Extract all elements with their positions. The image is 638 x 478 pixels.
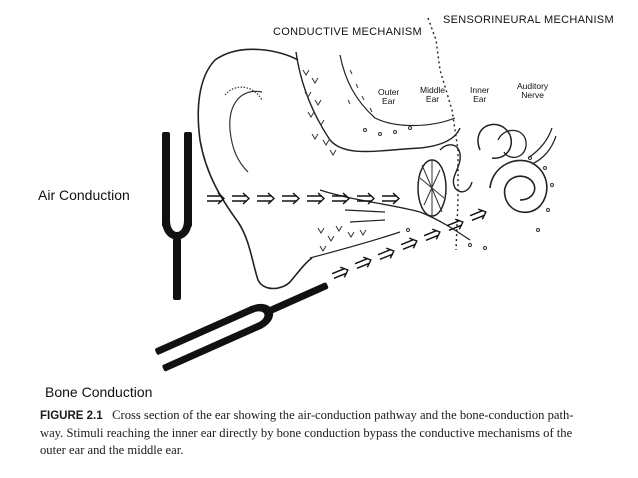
bone-conduction-label: Bone Conduction: [45, 384, 153, 400]
canal-wall: [344, 209, 386, 223]
auditory-nerve-label-line1: Auditory: [517, 81, 549, 91]
middle-ear-label-line1: Middle: [420, 85, 446, 95]
air-conduction-label: Air Conduction: [38, 187, 130, 203]
inner-ear-label-line1: Inner: [470, 85, 490, 95]
bone-conduction-arrows: [331, 208, 487, 279]
pinna-inner: [229, 90, 263, 173]
figure-caption: FIGURE 2.1 Cross section of the ear show…: [40, 407, 638, 459]
inner-ear-label: Inner Ear: [470, 86, 489, 104]
tuning-fork-angled: [155, 282, 329, 372]
tissue-marks: [302, 69, 554, 252]
mechanism-divider: [427, 17, 459, 251]
helix-curl: [224, 86, 263, 101]
ear-drawing: [155, 17, 557, 372]
inner-ear-label-line2: Ear: [473, 94, 487, 104]
outer-ear-label-line1: Outer: [378, 87, 400, 97]
figure-number: FIGURE 2.1: [40, 410, 103, 422]
tissue-contour-upper: [295, 51, 461, 153]
outer-ear-label-line2: Ear: [382, 96, 396, 106]
ear-cross-section-diagram: CONDUCTIVE MECHANISM SENSORINEURAL MECHA…: [38, 14, 614, 400]
air-conduction-arrows: [207, 192, 401, 205]
lower-contour: [309, 231, 401, 259]
canal-floor: [319, 189, 471, 241]
conductive-mechanism-header: CONDUCTIVE MECHANISM: [273, 26, 423, 38]
caption-line-2: way. Stimuli reaching the inner ear dire…: [40, 426, 573, 440]
caption-line-1: FIGURE 2.1 Cross section of the ear show…: [40, 407, 638, 425]
outer-ear-label: Outer Ear: [378, 88, 399, 106]
caption-line-1-text: Cross section of the ear showing the air…: [112, 408, 574, 422]
auditory-nerve-bundle: [527, 127, 557, 165]
tissue-contour-top: [339, 54, 456, 127]
middle-ear-label: Middle Ear: [420, 86, 445, 104]
tuning-fork-vertical: [162, 132, 192, 300]
sensorineural-mechanism-header: SENSORINEURAL MECHANISM: [443, 14, 614, 26]
middle-ear-label-line2: Ear: [425, 94, 440, 104]
semicircular-canal: [477, 123, 512, 159]
semicircular-canal-2: [497, 129, 527, 158]
auditory-nerve-label-line2: Nerve: [521, 90, 544, 100]
ossicles: [439, 144, 473, 193]
eardrum-spokes: [419, 160, 445, 216]
caption-line-3: outer ear and the middle ear.: [40, 443, 184, 457]
pinna-outline: [197, 48, 313, 290]
auditory-nerve-label: Auditory Nerve: [517, 82, 548, 100]
cochlea-spiral: [489, 159, 548, 214]
